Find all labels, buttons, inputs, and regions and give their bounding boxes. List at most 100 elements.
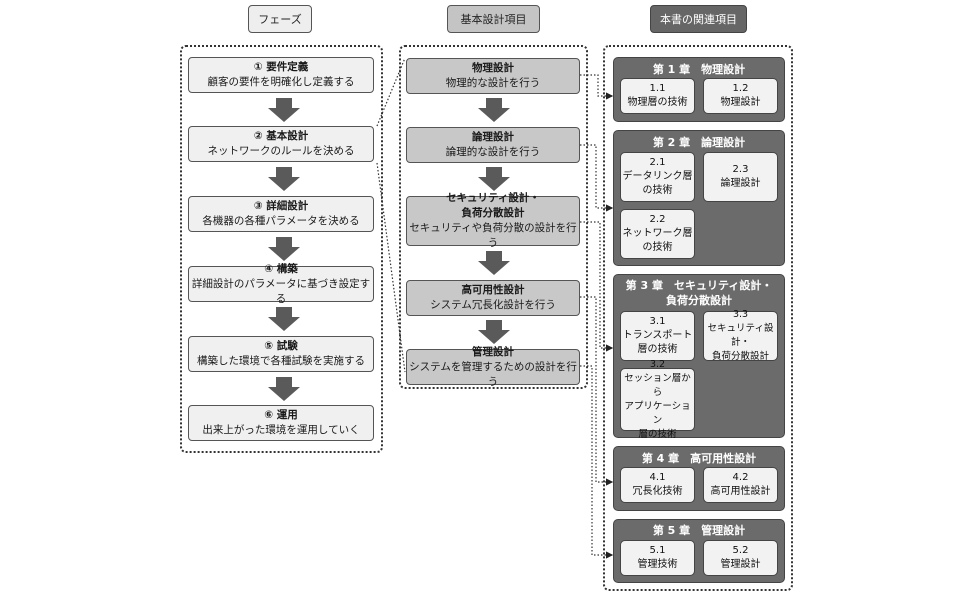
design-title-line2: 負荷分散設計 xyxy=(461,207,525,219)
section-number: 3.1 xyxy=(649,316,666,327)
chapter-5-title: 第 5 章 管理設計 xyxy=(652,524,746,537)
down-arrow-icon xyxy=(268,307,300,331)
section-2-1: 2.1 データリンク層 の技術 xyxy=(620,152,695,202)
chapter-2-title: 第 2 章 論理設計 xyxy=(652,136,746,149)
section-title: データリンク層 xyxy=(622,171,693,182)
chapter-4-title: 第 4 章 高可用性設計 xyxy=(641,452,757,465)
section-number: 2.2 xyxy=(649,214,666,225)
section-number: 3.2 xyxy=(649,358,666,370)
design-box-management: 管理設計 システムを管理するための設計を行う xyxy=(406,346,580,388)
section-5-1: 5.1 管理技術 xyxy=(620,540,695,576)
chapter-3-title: 第 3 章 セキュリティ設計・ xyxy=(625,279,773,292)
section-number: 1.1 xyxy=(649,83,666,94)
section-title: 冗長化技術 xyxy=(632,486,683,497)
section-title: セキュリティ設計・ xyxy=(707,323,774,348)
section-1-1: 1.1 物理層の技術 xyxy=(620,78,695,114)
section-title-line2: 層の技術 xyxy=(637,344,678,355)
section-3-3: 3.3 セキュリティ設計・ 負荷分散設計 xyxy=(703,309,778,362)
down-arrow-icon xyxy=(268,237,300,261)
section-title: セッション層から xyxy=(624,372,691,398)
phase-desc: 各機器の各種パラメータを決める xyxy=(202,215,360,227)
phase-box-basic-design: ② 基本設計 ネットワークのルールを決める xyxy=(188,126,374,162)
section-title: 管理技術 xyxy=(637,559,678,570)
section-title-line2: の技術 xyxy=(642,185,673,196)
design-box-logical: 論理設計 論理的な設計を行う xyxy=(406,127,580,163)
design-desc: システムを管理するための設計を行う xyxy=(409,360,577,388)
phase-box-detailed-design: ③ 詳細設計 各機器の各種パラメータを決める xyxy=(188,196,374,232)
section-3-2: 3.2 セッション層から アプリケーション 層の技術 xyxy=(620,359,695,440)
chapter-3-title-line2: 負荷分散設計 xyxy=(666,294,732,307)
related-items-group xyxy=(603,45,793,591)
phase-title: ⑥ 運用 xyxy=(264,409,298,421)
header-related-label: 本書の関連項目 xyxy=(660,13,737,26)
section-number: 4.1 xyxy=(649,472,666,483)
design-desc: 論理的な設計を行う xyxy=(445,146,541,158)
design-title: 管理設計 xyxy=(472,345,514,358)
design-box-physical: 物理設計 物理的な設計を行う xyxy=(406,58,580,94)
header-basic-label: 基本設計項目 xyxy=(460,13,527,26)
down-arrow-icon xyxy=(268,98,300,122)
section-4-1: 4.1 冗長化技術 xyxy=(620,467,695,503)
section-number: 1.2 xyxy=(732,83,749,94)
section-number: 2.1 xyxy=(649,157,666,168)
phase-desc: 構築した環境で各種試験を実施する xyxy=(197,355,365,367)
section-2-3: 2.3 論理設計 xyxy=(703,152,778,202)
design-title: 高可用性設計 xyxy=(461,284,525,296)
phase-desc: 出来上がった環境を運用していく xyxy=(202,424,360,436)
section-2-2: 2.2 ネットワーク層 の技術 xyxy=(620,209,695,259)
phase-group xyxy=(180,45,383,453)
header-related-items: 本書の関連項目 xyxy=(650,5,747,33)
section-5-2: 5.2 管理設計 xyxy=(703,540,778,576)
section-4-2: 4.2 高可用性設計 xyxy=(703,467,778,503)
chapter-1-title: 第 1 章 物理設計 xyxy=(652,63,746,76)
design-desc: セキュリティや負荷分散の設計を行う xyxy=(409,222,577,249)
design-title: セキュリティ設計・ xyxy=(446,192,540,204)
down-arrow-icon xyxy=(268,167,300,191)
phase-box-testing: ⑤ 試験 構築した環境で各種試験を実施する xyxy=(188,336,374,372)
section-title: 管理設計 xyxy=(720,559,761,570)
header-basic-design: 基本設計項目 xyxy=(447,5,540,33)
header-phase: フェーズ xyxy=(248,5,312,33)
down-arrow-icon xyxy=(478,320,510,344)
section-title: 論理設計 xyxy=(720,178,761,189)
section-number: 3.3 xyxy=(732,309,749,320)
section-title: 物理設計 xyxy=(720,97,761,108)
section-title-line2: アプリケーション xyxy=(624,400,691,426)
section-title: 物理層の技術 xyxy=(627,97,688,108)
phase-desc: 顧客の要件を明確化し定義する xyxy=(207,76,355,88)
section-number: 5.2 xyxy=(732,545,749,556)
down-arrow-icon xyxy=(478,98,510,122)
header-phase-label: フェーズ xyxy=(258,13,302,26)
design-title: 物理設計 xyxy=(472,62,514,74)
section-title-line3: 層の技術 xyxy=(638,428,677,440)
down-arrow-icon xyxy=(478,251,510,275)
section-number: 5.1 xyxy=(649,545,666,556)
section-title-line2: 負荷分散設計 xyxy=(711,351,769,362)
basic-design-group xyxy=(399,45,588,389)
phase-title: ③ 詳細設計 xyxy=(253,200,309,212)
phase-box-operation: ⑥ 運用 出来上がった環境を運用していく xyxy=(188,405,374,441)
section-number: 4.2 xyxy=(732,472,749,483)
section-title-line2: の技術 xyxy=(642,242,673,253)
section-title: ネットワーク層 xyxy=(622,228,693,239)
phase-box-construction: ④ 構築 詳細設計のパラメータに基づき設定する xyxy=(188,263,374,305)
down-arrow-icon xyxy=(268,377,300,401)
phase-title: ① 要件定義 xyxy=(253,61,309,73)
design-box-high-availability: 高可用性設計 システム冗長化設計を行う xyxy=(406,280,580,316)
design-desc: 物理的な設計を行う xyxy=(445,77,541,89)
phase-desc: 詳細設計のパラメータに基づき設定する xyxy=(191,277,371,305)
phase-box-requirements: ① 要件定義 顧客の要件を明確化し定義する xyxy=(188,57,374,93)
phase-title: ② 基本設計 xyxy=(253,130,309,142)
section-number: 2.3 xyxy=(732,164,749,175)
down-arrow-icon xyxy=(478,167,510,191)
design-desc: システム冗長化設計を行う xyxy=(430,299,556,311)
section-title: トランスポート xyxy=(622,330,693,341)
phase-desc: ネットワークのルールを決める xyxy=(207,145,355,157)
design-title: 論理設計 xyxy=(472,131,514,143)
phase-title: ④ 構築 xyxy=(264,262,298,275)
section-title: 高可用性設計 xyxy=(710,486,771,497)
design-box-security-loadbalance: セキュリティ設計・ 負荷分散設計 セキュリティや負荷分散の設計を行う xyxy=(406,192,580,249)
phase-title: ⑤ 試験 xyxy=(264,340,298,352)
section-1-2: 1.2 物理設計 xyxy=(703,78,778,114)
